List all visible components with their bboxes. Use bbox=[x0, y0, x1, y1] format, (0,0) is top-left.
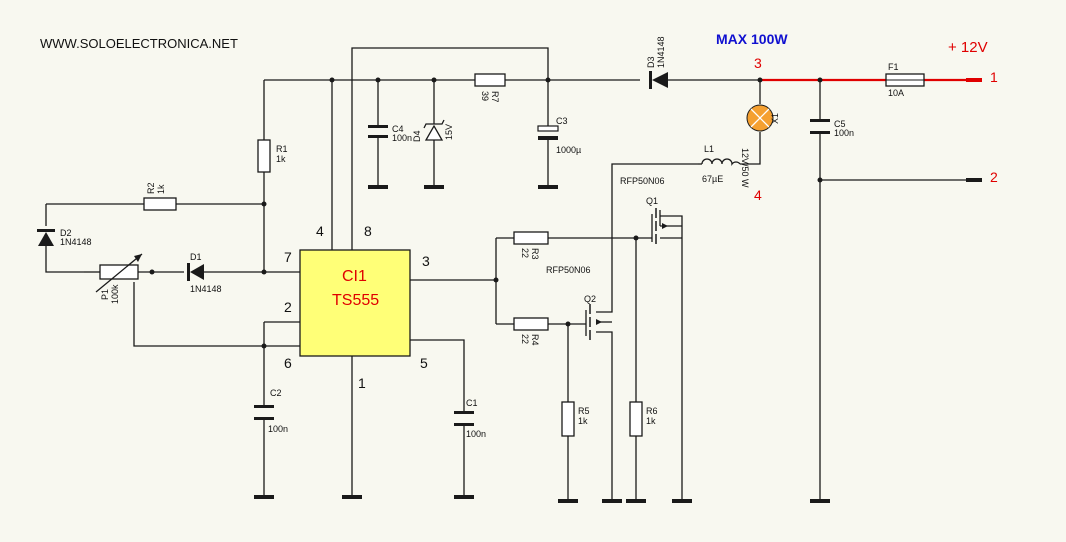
q2-value: RFP50N06 bbox=[546, 265, 591, 275]
mosfet-q1 bbox=[640, 208, 668, 244]
c3-symbol bbox=[537, 125, 559, 140]
wires bbox=[45, 47, 966, 500]
potentiometer-p1 bbox=[84, 253, 143, 293]
c2-symbol bbox=[254, 405, 274, 420]
mosfet-q2 bbox=[584, 304, 602, 340]
ic-ts555: CI1 TS555 bbox=[299, 249, 411, 357]
c1-symbol bbox=[454, 411, 474, 426]
c4-symbol bbox=[368, 125, 388, 138]
r4-ref: R4 bbox=[530, 334, 540, 346]
r1-body bbox=[257, 139, 271, 173]
r7-ref: R7 bbox=[490, 91, 500, 103]
d3-ref: D3 bbox=[646, 56, 656, 68]
f1-ref: F1 bbox=[888, 62, 899, 72]
d3-value: 1N4148 bbox=[656, 36, 666, 68]
junction-dots bbox=[149, 77, 823, 349]
r2-ref: R2 bbox=[146, 182, 156, 194]
r5-ref: R5 bbox=[578, 406, 590, 416]
inductor-l1 bbox=[698, 158, 741, 166]
lamp-x1 bbox=[746, 104, 774, 132]
r3-value: 22 bbox=[520, 248, 530, 258]
r6-ref: R6 bbox=[646, 406, 658, 416]
d4-ref: D4 bbox=[412, 130, 422, 142]
r3-body bbox=[513, 231, 549, 245]
node-3: 3 bbox=[754, 55, 762, 71]
supply-label: + 12V bbox=[948, 39, 988, 56]
d2-value: 1N4148 bbox=[60, 237, 92, 247]
l1-value: 67µE bbox=[702, 174, 723, 184]
pin-1: 1 bbox=[358, 375, 366, 391]
node-1: 1 bbox=[990, 69, 998, 85]
r6-body bbox=[629, 401, 643, 437]
d3-symbol bbox=[649, 71, 668, 89]
f1-value: 10A bbox=[888, 88, 904, 98]
pin-8: 8 bbox=[364, 223, 372, 239]
c5-value: 100n bbox=[834, 128, 854, 138]
c4-ref: C4 bbox=[392, 124, 404, 134]
r5-value: 1k bbox=[578, 416, 588, 426]
ic-ref: CI1 bbox=[342, 268, 367, 285]
r3-ref: R3 bbox=[530, 248, 540, 260]
terminal-2 bbox=[966, 178, 982, 182]
p1-ref: P1 bbox=[100, 289, 110, 300]
r4-value: 22 bbox=[520, 334, 530, 344]
pin-2: 2 bbox=[284, 299, 292, 315]
c5-symbol bbox=[810, 119, 830, 134]
pin-3: 3 bbox=[422, 253, 430, 269]
c5-ref: C5 bbox=[834, 119, 846, 129]
r4-body bbox=[513, 317, 549, 331]
r1-ref: R1 bbox=[276, 144, 288, 154]
c2-value: 100n bbox=[268, 424, 288, 434]
max-power-label: MAX 100W bbox=[716, 31, 788, 47]
x1-ref: X1 bbox=[770, 113, 780, 124]
node-4: 4 bbox=[754, 187, 762, 203]
x1-value: 12V/50 W bbox=[740, 148, 750, 188]
d4-value: 15V bbox=[444, 124, 454, 140]
website-label: WWW.SOLOELECTRONICA.NET bbox=[40, 36, 238, 51]
r2-value: 1k bbox=[156, 184, 166, 194]
q1-ref: Q1 bbox=[646, 196, 658, 206]
d2-symbol bbox=[37, 229, 55, 246]
pin-6: 6 bbox=[284, 355, 292, 371]
c2-ref: C2 bbox=[270, 388, 282, 398]
l1-ref: L1 bbox=[704, 144, 714, 154]
r6-value: 1k bbox=[646, 416, 656, 426]
pin-7: 7 bbox=[284, 249, 292, 265]
d1-value: 1N4148 bbox=[190, 284, 222, 294]
pin-5: 5 bbox=[420, 355, 428, 371]
d1-ref: D1 bbox=[190, 252, 202, 262]
c4-value: 100n bbox=[392, 133, 412, 143]
r2-body bbox=[143, 197, 177, 211]
q2-ref: Q2 bbox=[584, 294, 596, 304]
r7-value: 39 bbox=[480, 91, 490, 101]
r7-body bbox=[474, 73, 506, 87]
c1-value: 100n bbox=[466, 429, 486, 439]
r5-body bbox=[561, 401, 575, 437]
r1-value: 1k bbox=[276, 154, 286, 164]
c3-value: 1000µ bbox=[556, 145, 581, 155]
ground-symbols bbox=[254, 185, 830, 503]
q1-value: RFP50N06 bbox=[620, 176, 665, 186]
d1-symbol bbox=[187, 263, 204, 281]
d2-ref: D2 bbox=[60, 228, 72, 238]
c1-ref: C1 bbox=[466, 398, 478, 408]
terminal-1 bbox=[966, 78, 982, 82]
p1-value: 100k bbox=[110, 284, 120, 304]
fuse-f1 bbox=[885, 73, 925, 87]
pin-4: 4 bbox=[316, 223, 324, 239]
d4-zener-symbol bbox=[423, 119, 445, 141]
ic-part: TS555 bbox=[332, 292, 379, 309]
node-2: 2 bbox=[990, 169, 998, 185]
c3-ref: C3 bbox=[556, 116, 568, 126]
